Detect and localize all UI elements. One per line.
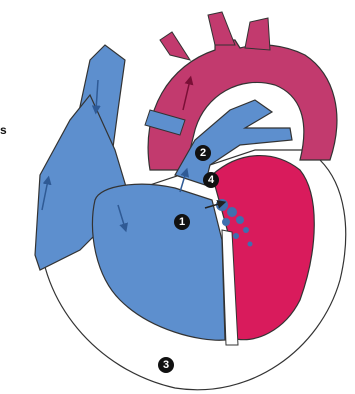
aortic-branch-3: [245, 18, 270, 50]
aortic-branch-1: [160, 32, 190, 60]
marker-2-label: 2: [200, 147, 206, 159]
marker-4: 4: [203, 172, 219, 188]
marker-1-label: 1: [179, 216, 185, 228]
aortic-branch-2: [208, 12, 235, 45]
marker-1: 1: [174, 214, 190, 230]
marker-3-label: 3: [163, 359, 169, 371]
marker-3: 3: [158, 357, 174, 373]
marker-4-label: 4: [208, 174, 215, 186]
cropped-edge-label: s: [0, 123, 7, 137]
marker-2: 2: [195, 145, 211, 161]
